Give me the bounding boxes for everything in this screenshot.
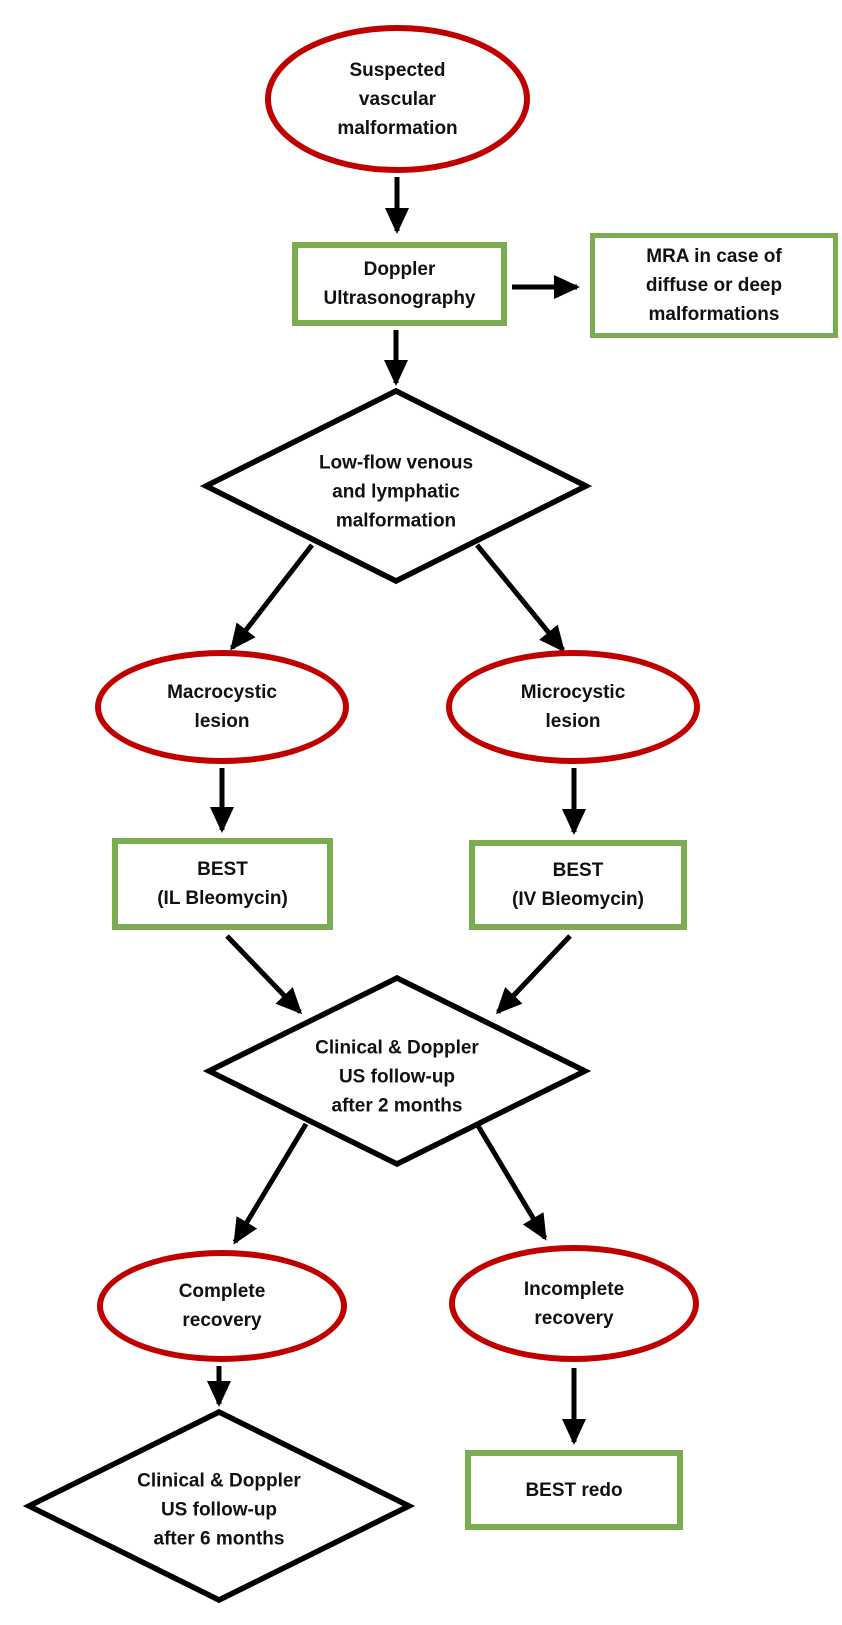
node-label: Suspected vascular malformation [337,59,458,139]
decision-followup-2months-label: Clinical & Doppler US follow-up after 2 … [315,1037,479,1117]
node-label: BEST (IV Bleomycin) [512,860,644,910]
arrow-lowflow-to-microcystic [475,543,565,653]
node-label: Doppler Ultrasonography [323,259,476,309]
arrow-best-il-to-followup2 [225,934,303,1015]
decision-lowflow-diamond [199,387,593,585]
node-incomplete-recovery: Incomplete recovery [449,1245,699,1362]
decision-lowflow-label: Low-flow venous and lymphatic malformati… [318,452,474,532]
decision-followup-2months-diamond [202,974,592,1168]
decision-followup-6months-diamond [22,1408,416,1604]
node-label: BEST redo [525,1479,623,1501]
arrow-best-iv-to-followup2 [495,934,572,1015]
node-label: Complete recovery [178,1281,266,1331]
decision-followup-6months-label: Clinical & Doppler US follow-up after 6 … [137,1470,301,1550]
node-best-redo: BEST redo [465,1450,683,1530]
node-label: BEST (IL Bleomycin) [157,859,288,909]
node-label: Incomplete recovery [523,1278,625,1329]
node-microcystic-lesion: Microcystic lesion [446,650,700,764]
node-best-il-bleomycin: BEST (IL Bleomycin) [112,838,333,930]
arrow-followup2-to-complete [232,1122,309,1245]
node-macrocystic-lesion: Macrocystic lesion [95,650,349,764]
arrow-lowflow-to-macrocystic [230,543,314,651]
arrow-followup2-to-incomplete [474,1122,548,1241]
node-doppler-ultrasonography: Doppler Ultrasonography [292,242,507,326]
node-mra: MRA in case of diffuse or deep malformat… [590,233,838,338]
node-complete-recovery: Complete recovery [97,1250,347,1362]
node-label: Macrocystic lesion [167,682,277,732]
node-label: Microcystic lesion [520,682,626,732]
node-label: MRA in case of diffuse or deep malformat… [645,246,783,325]
node-best-iv-bleomycin: BEST (IV Bleomycin) [469,840,687,930]
node-suspected-vascular-malformation: Suspected vascular malformation [265,25,530,173]
